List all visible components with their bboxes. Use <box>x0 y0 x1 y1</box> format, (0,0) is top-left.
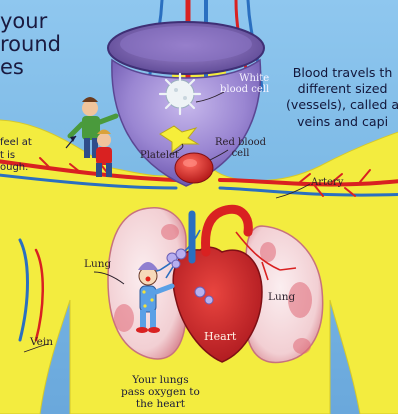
red-blood-cell <box>175 153 213 183</box>
platelet-label: Platelet <box>140 151 179 162</box>
red-blood-cell-label-line-1: Red blood <box>215 138 266 149</box>
info-line-4: veins and capi <box>286 115 398 128</box>
vein-label: Vein <box>30 337 53 348</box>
white-blood-cell-label-line-1: White <box>220 74 269 85</box>
white-blood-cell-label: White blood cell <box>220 74 269 95</box>
heart-label: Heart <box>204 331 236 343</box>
side-note-line-2: t is <box>0 151 32 162</box>
artery-label: Artery <box>311 178 343 189</box>
lungs-caption-line-1: Your lungs <box>121 375 200 386</box>
red-blood-cell-label-line-2: cell <box>215 149 266 160</box>
left-lung-label: Lung <box>84 259 111 270</box>
right-lung-label: Lung <box>268 292 295 303</box>
side-note-line-1: feel at <box>0 138 32 149</box>
white-blood-cell <box>160 74 200 114</box>
info-line-1: Blood travels th <box>286 66 398 79</box>
headline-text: your round es <box>0 10 61 79</box>
side-note-line-3: ough. <box>0 163 32 174</box>
red-blood-cell-label: Red blood cell <box>215 138 266 159</box>
info-line-2: different sized <box>286 82 398 95</box>
lungs-caption-line-3: the heart <box>121 399 200 410</box>
info-paragraph: Blood travels th different sized (vessel… <box>286 66 398 131</box>
white-blood-cell-label-line-2: blood cell <box>220 85 269 96</box>
lungs-caption-line-2: pass oxygen to <box>121 387 200 398</box>
info-line-3: (vessels), called a <box>286 98 398 111</box>
headline-line-1: your <box>0 10 61 32</box>
headline-line-2: round <box>0 33 61 55</box>
lungs-caption: Your lungs pass oxygen to the heart <box>121 375 200 411</box>
headline-line-3: es <box>0 56 61 78</box>
side-note: feel at t is ough. <box>0 138 32 176</box>
